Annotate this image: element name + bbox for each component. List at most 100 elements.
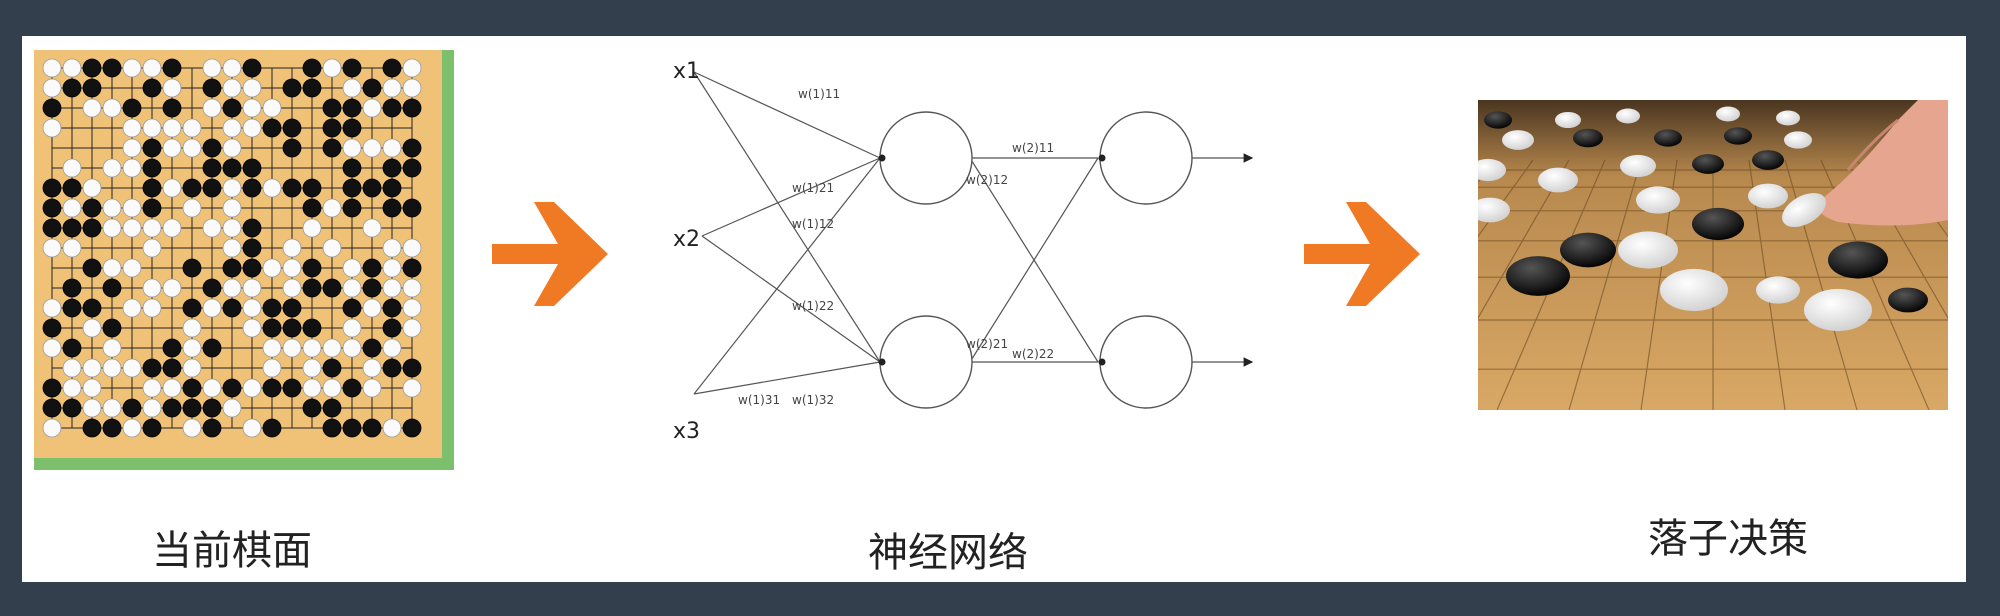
white-stone [322,338,342,358]
white-stone [362,138,382,158]
white-stone [142,118,162,138]
white-stone [242,98,262,118]
black-stone [1692,207,1744,241]
white-stone [222,218,242,238]
input-label-x2: x2 [673,227,700,252]
black-stone [142,178,162,198]
white-stone [122,138,142,158]
black-stone [42,98,62,118]
black-stone [102,418,122,438]
black-stone [142,158,162,178]
diagram-panel: 当前棋面 [22,36,1966,582]
black-stone [62,338,82,358]
white-stone [1478,197,1510,223]
black-stone [302,258,322,278]
black-stone [182,258,202,278]
white-stone [1776,110,1800,126]
black-stone [82,218,102,238]
white-stone [142,238,162,258]
white-stone [82,318,102,338]
black-stone [42,378,62,398]
white-stone [242,78,262,98]
black-stone [162,338,182,358]
black-stone [362,258,382,278]
black-stone [142,138,162,158]
black-stone [202,338,222,358]
arrow-right-icon [492,202,608,306]
white-stone [1636,186,1680,214]
white-stone [142,298,162,318]
white-stone [1784,131,1812,149]
black-stone [402,158,422,178]
weight-label: w(2)22 [1012,347,1054,361]
black-stone [382,98,402,118]
black-stone [362,278,382,298]
black-stone [142,418,162,438]
white-stone [322,198,342,218]
white-stone [42,78,62,98]
white-stone [282,338,302,358]
black-stone [282,378,302,398]
black-stone [322,418,342,438]
white-stone [242,298,262,318]
white-stone [222,198,242,218]
black-stone [42,198,62,218]
white-stone [1620,154,1656,178]
black-stone [382,178,402,198]
black-stone [402,358,422,378]
black-stone [222,158,242,178]
white-stone [82,378,102,398]
black-stone [202,398,222,418]
white-stone [382,418,402,438]
black-stone [402,138,422,158]
white-stone [182,118,202,138]
white-stone [202,378,222,398]
white-stone [62,158,82,178]
black-stone [142,198,162,218]
white-stone [262,338,282,358]
neural-network-diagram: x1 x2 x3 w(1)11 w(1)21 w(1)12 w(1)22 w(1… [673,59,1254,444]
white-stone [262,178,282,198]
black-stone [322,118,342,138]
white-stone [362,358,382,378]
black-stone [142,78,162,98]
black-stone [342,198,362,218]
white-stone [122,118,142,138]
white-stone [62,58,82,78]
white-stone [102,258,122,278]
black-stone [282,138,302,158]
white-stone [162,278,182,298]
white-stone [302,338,322,358]
black-stone [82,258,102,278]
white-stone [282,258,302,278]
white-stone [322,238,342,258]
white-stone [302,218,322,238]
black-stone [82,198,102,218]
white-stone [342,278,362,298]
white-stone [182,318,202,338]
black-stone [1573,128,1603,148]
black-stone [122,398,142,418]
white-stone [382,78,402,98]
weight-label: w(1)31 [738,393,780,407]
white-stone [282,278,302,298]
white-stone [342,318,362,338]
white-stone [62,238,82,258]
white-stone [222,398,242,418]
weight-label: w(1)21 [792,181,834,195]
black-stone [162,58,182,78]
output-neuron-2 [1099,315,1193,409]
black-stone [302,398,322,418]
white-stone [202,218,222,238]
white-stone [342,338,362,358]
black-stone [1654,129,1682,147]
black-stone [162,98,182,118]
black-stone [182,378,202,398]
white-stone [202,58,222,78]
black-stone [222,258,242,278]
black-stone [362,178,382,198]
white-stone [402,78,422,98]
white-stone [382,338,402,358]
black-stone [242,258,262,278]
black-stone [162,358,182,378]
